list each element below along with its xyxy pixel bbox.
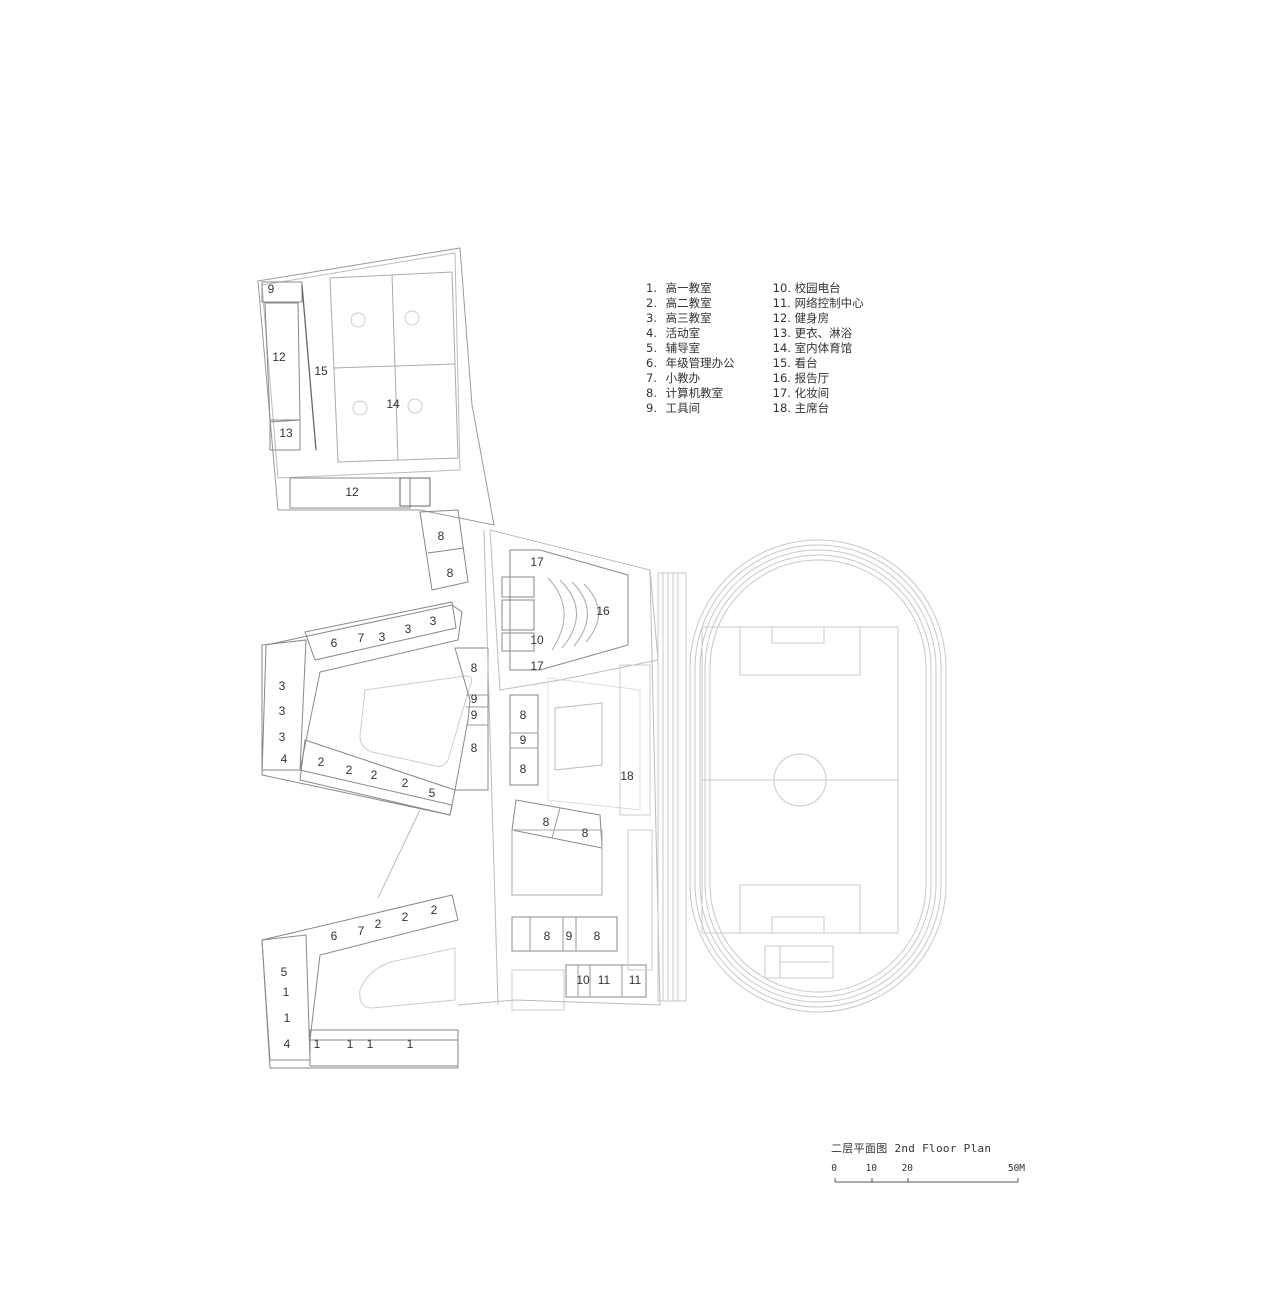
room-label: 5: [281, 965, 288, 979]
room-label: 1: [367, 1037, 374, 1051]
drawing-title-en: 2nd Floor Plan: [894, 1142, 992, 1155]
room-label: 5: [429, 786, 436, 800]
room-label: 7: [358, 631, 365, 645]
legend-item: 11. 网络控制中心: [772, 296, 864, 310]
legend-item: 18. 主席台: [772, 401, 830, 415]
scale-tick-label: 0: [831, 1163, 838, 1174]
legend-item: 3. 高三教室: [646, 311, 712, 325]
legend-item: 15. 看台: [772, 356, 818, 370]
room-label: 9: [268, 282, 275, 296]
room-label: 8: [471, 661, 478, 675]
room-label: 18: [620, 769, 634, 783]
scale-tick-label: 10: [865, 1163, 878, 1174]
legend-item: 17. 化妆间: [772, 386, 830, 400]
room-label: 3: [279, 730, 286, 744]
room-label: 9: [566, 929, 573, 943]
room-label: 8: [471, 741, 478, 755]
room-label: 8: [447, 566, 454, 580]
room-label: 2: [402, 910, 409, 924]
drawing-title-cn: 二层平面图: [831, 1142, 888, 1155]
room-label: 3: [430, 614, 437, 628]
legend-item: 13. 更衣、淋浴: [772, 326, 853, 340]
room-label: 3: [279, 679, 286, 693]
room-label: 7: [358, 924, 365, 938]
drawing-title: 二层平面图 2nd Floor Plan: [831, 1140, 991, 1156]
room-label: 2: [318, 755, 325, 769]
legend-item: 9. 工具间: [646, 401, 701, 415]
room-label: 10: [530, 633, 544, 647]
legend-item: 7. 小教办: [646, 371, 701, 385]
room-label: 10: [576, 973, 590, 987]
legend-item: 2. 高二教室: [646, 296, 712, 310]
room-label: 8: [544, 929, 551, 943]
room-label: 15: [314, 364, 328, 378]
room-label: 3: [279, 704, 286, 718]
room-label: 1: [283, 985, 290, 999]
room-label: 9: [520, 733, 527, 747]
room-label: 16: [596, 604, 610, 618]
room-label: 1: [314, 1037, 321, 1051]
scale-bar-line: [834, 1178, 1019, 1183]
room-label: 2: [431, 903, 438, 917]
room-label: 8: [582, 826, 589, 840]
sports-field: [657, 539, 947, 1013]
north-courtyard-block: [261, 601, 489, 816]
room-label: 11: [598, 973, 611, 987]
scale-tick-label: 50M: [1007, 1163, 1026, 1174]
room-label: 1: [347, 1037, 354, 1051]
room-label: 8: [438, 529, 445, 543]
south-courtyard-block: [261, 809, 459, 1069]
room-label: 8: [543, 815, 550, 829]
legend-item: 1. 高一教室: [646, 281, 712, 295]
room-label: 4: [281, 752, 288, 766]
scale-tick-label: 20: [901, 1163, 914, 1174]
room-label: 11: [629, 973, 642, 987]
room-label: 9: [471, 692, 478, 706]
legend-column-1: 1. 高一教室 2. 高二教室 3. 高三教室 4. 活动室 5. 辅导室 6.…: [646, 281, 735, 416]
room-label: 8: [520, 762, 527, 776]
lower-central-block: [457, 799, 661, 1011]
legend-item: 8. 计算机教室: [646, 386, 724, 400]
room-label: 13: [279, 426, 293, 440]
room-label: 17: [530, 659, 544, 673]
room-label: 1: [407, 1037, 414, 1051]
room-label: 12: [272, 350, 286, 364]
room-label: 12: [345, 485, 359, 499]
middle-stack: [509, 677, 641, 811]
scale-bar: 0 10 20 50M: [831, 1163, 1025, 1187]
room-label: 3: [405, 622, 412, 636]
room-label: 4: [284, 1037, 291, 1051]
room-label: 2: [346, 763, 353, 777]
room-label: 2: [402, 776, 409, 790]
legend-item: 14. 室内体育馆: [772, 341, 853, 355]
legend-item: 10. 校园电台: [772, 281, 841, 295]
legend-item: 12. 健身房: [772, 311, 830, 325]
legend-item: 4. 活动室: [646, 326, 701, 340]
room-label: 9: [471, 708, 478, 722]
legend-item: 5. 辅导室: [646, 341, 701, 355]
room-label: 8: [594, 929, 601, 943]
room-label: 6: [331, 929, 338, 943]
room-legend: 1. 高一教室 2. 高二教室 3. 高三教室 4. 活动室 5. 辅导室 6.…: [646, 281, 864, 416]
room-label: 2: [375, 917, 382, 931]
room-label: 14: [386, 397, 400, 411]
room-label: 1: [284, 1011, 291, 1025]
room-label: 8: [520, 708, 527, 722]
gym-building: [257, 247, 495, 526]
room-label: 6: [331, 636, 338, 650]
legend-column-2: 10. 校园电台 11. 网络控制中心 12. 健身房 13. 更衣、淋浴 14…: [773, 281, 864, 416]
room-label: 2: [371, 768, 378, 782]
legend-item: 6. 年级管理办公: [646, 356, 735, 370]
room-label: 3: [379, 630, 386, 644]
auditorium-block: [489, 529, 659, 691]
legend-item: 16. 报告厅: [772, 371, 830, 385]
connector-wing: [419, 509, 469, 591]
room-label: 17: [530, 555, 544, 569]
